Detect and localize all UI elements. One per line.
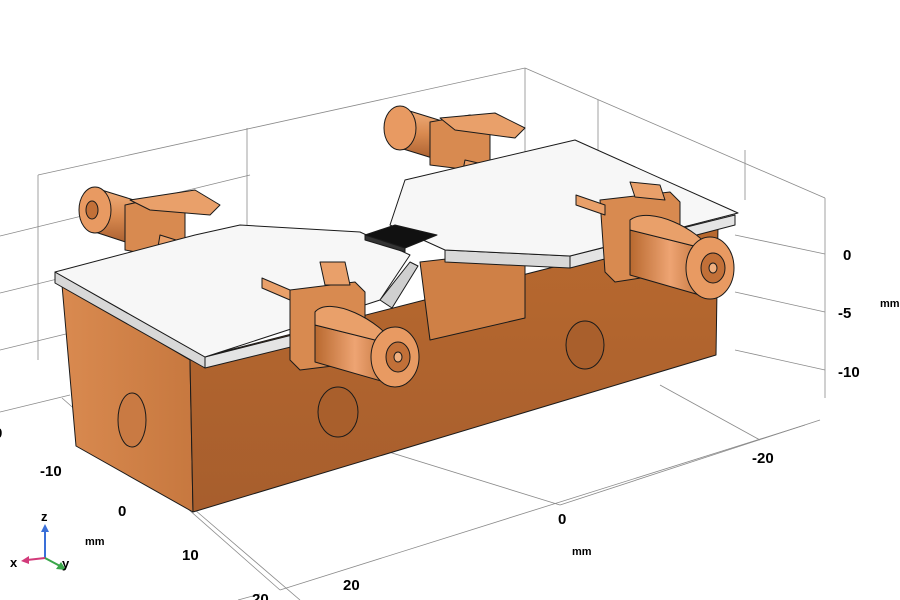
x-axis-ticks: -20 0 20 mm <box>343 450 774 594</box>
copper-base-block[interactable] <box>61 224 719 513</box>
sma-connector-front-right[interactable] <box>575 181 735 300</box>
y-unit-label: mm <box>85 536 105 548</box>
transmission-strip <box>379 261 419 309</box>
y-tick-label: 0 <box>118 503 126 520</box>
triad-y-label: y <box>62 556 70 571</box>
y-tick-label: 20 <box>252 591 269 600</box>
triad-x-label: x <box>10 555 18 570</box>
z-unit-label: mm <box>880 298 900 310</box>
z-tick-label: 0 <box>843 247 851 264</box>
z-axis-ticks: 0 -5 -10 mm <box>838 247 900 381</box>
x-tick-label: 0 <box>558 511 566 528</box>
triad-y-arrow <box>44 557 61 567</box>
mounting-hole <box>317 386 359 438</box>
y-tick-label: 10 <box>182 547 199 564</box>
triad-z-label: z <box>41 509 48 524</box>
x-tick-label: 20 <box>343 577 360 594</box>
sma-connector-back-left[interactable] <box>78 186 221 259</box>
base-front-face <box>189 224 719 513</box>
rf-chip[interactable] <box>364 224 438 253</box>
mounting-hole <box>565 320 605 370</box>
coordinate-triad: z x y <box>10 509 70 571</box>
mounting-hole <box>117 392 147 448</box>
x-unit-label: mm <box>572 546 592 558</box>
sma-connector-front-left[interactable] <box>261 261 420 388</box>
y-axis-ticks: -10 0 10 20 mm 0 <box>0 425 269 600</box>
triad-x-arrow <box>26 557 46 561</box>
z-tick-label: -5 <box>838 305 851 322</box>
sma-connector-back-right[interactable] <box>383 105 526 179</box>
edge-tick-label: 0 <box>0 425 2 442</box>
z-tick-label: -10 <box>838 364 860 381</box>
x-tick-label: -20 <box>752 450 774 467</box>
y-tick-label: -10 <box>40 463 62 480</box>
